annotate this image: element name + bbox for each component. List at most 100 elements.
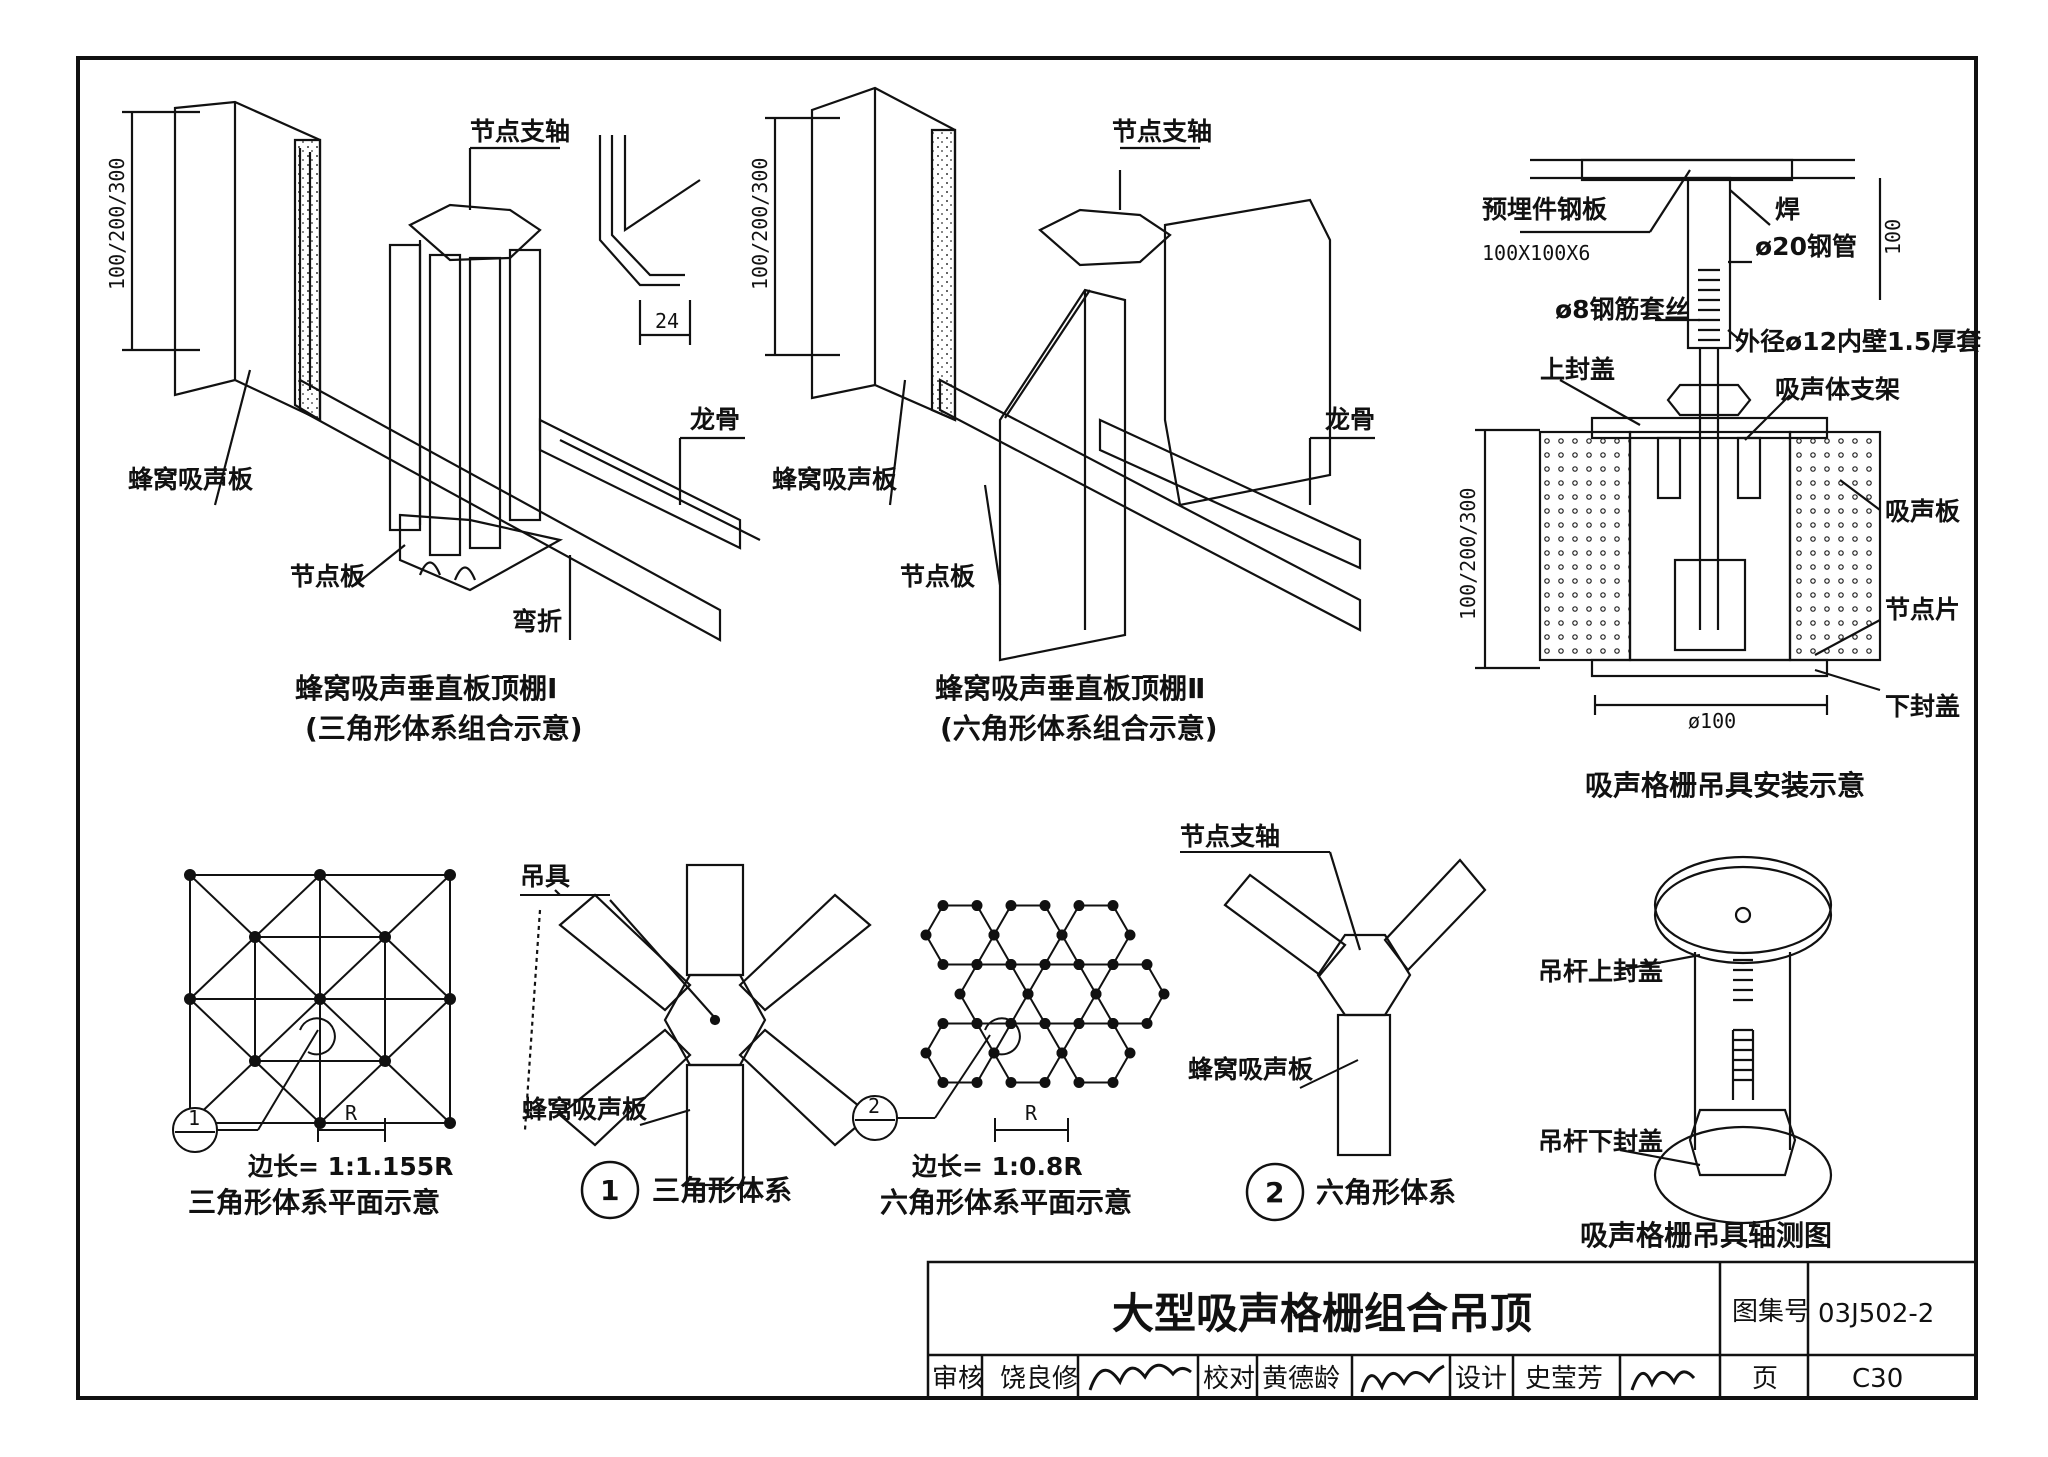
fig7-panel-label: 蜂窝吸声板	[1188, 1055, 1313, 1084]
fig8-hanger-isometric	[1619, 855, 1833, 1225]
fig3-frame-label: 吸声体支架	[1775, 375, 1900, 404]
fig8-caption: 吸声格栅吊具轴测图	[1580, 1219, 1832, 1252]
fig4-labels: 1 R 边长= 1:1.155R 三角形体系平面示意	[172, 1029, 453, 1219]
fig5-triangular-detail	[523, 863, 872, 1187]
hex-cell	[1060, 904, 1132, 966]
fig1-caption-line1: 蜂窝吸声垂直板顶棚Ⅰ	[295, 672, 557, 705]
hex-cell	[992, 904, 1064, 966]
hex-cell	[958, 963, 1030, 1025]
hex-node	[1056, 1047, 1068, 1059]
fig1-dim: 100/200/300	[105, 158, 129, 290]
fig3-embed-size-label: 100X100X6	[1482, 241, 1590, 265]
fig2-dim: 100/200/300	[748, 158, 772, 290]
hex-cell	[1026, 963, 1098, 1025]
lattice-edge	[319, 998, 386, 1062]
reviewer-name: 饶良修	[1000, 1364, 1078, 1394]
hex-node	[920, 1047, 932, 1059]
fig3-node-piece-label: 节点片	[1885, 595, 1960, 624]
checker-signature	[1360, 1364, 1445, 1393]
fig1-caption-line2: (三角形体系组合示意)	[305, 712, 583, 745]
hex-node	[1005, 959, 1017, 971]
fig3-absorber-label: 吸声板	[1885, 497, 1960, 526]
fig6-side-length: 边长= 1:0.8R	[912, 1152, 1083, 1181]
hex-node	[1158, 988, 1170, 1000]
fig8-labels: 吊杆上封盖 吊杆下封盖 吸声格栅吊具轴测图	[1538, 957, 1832, 1252]
fig3-hanger-installation	[1475, 158, 1882, 715]
hex-node	[1090, 988, 1102, 1000]
fig6-callout-number: 2	[868, 1094, 880, 1118]
hex-node	[1005, 1076, 1017, 1088]
fig8-bottom-cap-label: 吊杆下封盖	[1538, 1127, 1663, 1156]
hex-node	[1141, 1017, 1153, 1029]
lattice-edge	[384, 998, 451, 1062]
fig1-node-plate-label: 节点板	[290, 562, 365, 591]
page-label: 页	[1752, 1364, 1778, 1394]
fig1-triangular-ceiling-3d	[122, 100, 761, 642]
fig3-diameter-label: ø100	[1688, 709, 1736, 733]
fig7-labels: 节点支轴 蜂窝吸声板 2 六角形体系	[1180, 822, 1456, 1222]
fig3-bottom-cap-label: 下封盖	[1885, 692, 1960, 721]
sheet-title: 大型吸声格栅组合吊顶	[1112, 1289, 1532, 1338]
fig3-steel-tube-label: ø20钢管	[1755, 232, 1857, 261]
hex-node	[920, 929, 932, 941]
fig5-caption: 三角形体系	[652, 1174, 792, 1207]
hex-cell	[924, 1022, 996, 1084]
hex-node	[1124, 1047, 1136, 1059]
fig1-node-axis-label: 节点支轴	[470, 117, 570, 146]
title-block	[926, 1260, 1978, 1400]
lattice-node	[379, 1055, 391, 1067]
lattice-edge	[384, 936, 451, 1000]
lattice-node	[444, 869, 456, 881]
fig4-side-length: 边长= 1:1.155R	[248, 1152, 453, 1181]
lattice-edge	[189, 998, 256, 1062]
hex-node	[1107, 1018, 1119, 1030]
lattice-edge	[319, 936, 386, 1000]
fig6-labels: 2 R 边长= 1:0.8R 六角形体系平面示意	[852, 1034, 1132, 1219]
fig2-keel-label: 龙骨	[1325, 405, 1375, 434]
hex-node	[937, 958, 949, 970]
fig4-caption: 三角形体系平面示意	[188, 1186, 440, 1219]
hex-node	[1124, 929, 1136, 941]
fig3-weld-label: 焊	[1775, 195, 1800, 224]
hex-node	[1022, 988, 1034, 1000]
title-block-text: 大型吸声格栅组合吊顶 图集号 03J502-2 页 C30 审核 饶良修 校对 …	[932, 1289, 1934, 1394]
fig1-keel-label: 龙骨	[690, 405, 740, 434]
hex-cell	[1060, 1022, 1132, 1084]
fig1-labels: 100/200/300 节点支轴 龙骨 蜂窝吸声板 节点板 弯折 24 蜂窝吸声…	[105, 117, 740, 745]
fig2-labels: 100/200/300 节点支轴 龙骨 蜂窝吸声板 节点板 蜂窝吸声垂直板顶棚Ⅱ…	[748, 117, 1375, 745]
lattice-node	[314, 1117, 326, 1129]
fig2-caption-line2: (六角形体系组合示意)	[940, 712, 1218, 745]
lattice-node	[249, 931, 261, 943]
fig4-callout: 1	[172, 1029, 319, 1153]
hex-node	[1107, 959, 1119, 971]
fig7-hexagonal-detail	[1223, 851, 1487, 1157]
hex-node	[937, 900, 949, 912]
hex-node	[1107, 1076, 1119, 1088]
reviewer-signature	[1088, 1363, 1192, 1391]
lattice-edge	[319, 874, 386, 938]
fig5-panel-label: 蜂窝吸声板	[522, 1095, 647, 1124]
hex-node	[954, 988, 966, 1000]
fig1-detail-dim: 24	[655, 309, 679, 333]
design-label: 设计	[1455, 1364, 1507, 1394]
fig6-callout: 2	[852, 1034, 991, 1141]
lattice-edge	[189, 936, 256, 1000]
fig4-dim: R	[345, 1101, 358, 1125]
fig4-callout-number: 1	[188, 1106, 200, 1130]
fig5-labels: 吊具 蜂窝吸声板 1 三角形体系	[520, 862, 792, 1220]
hex-center-mark	[984, 1017, 1021, 1056]
atlas-number: 03J502-2	[1818, 1299, 1934, 1329]
lattice-edge	[384, 874, 451, 938]
fig6-caption: 六角形体系平面示意	[880, 1186, 1132, 1219]
fig2-panel-label: 蜂窝吸声板	[772, 465, 897, 494]
hex-node	[971, 959, 983, 971]
lattice-node	[314, 869, 326, 881]
hex-node	[937, 1018, 949, 1030]
fig2-node-plate-label: 节点板	[900, 562, 975, 591]
review-label: 审核	[932, 1364, 984, 1394]
hex-node	[971, 900, 983, 912]
fig2-caption-line1: 蜂窝吸声垂直板顶棚Ⅱ	[935, 672, 1205, 705]
fig5-number: 1	[600, 1174, 619, 1207]
hex-node	[1039, 900, 1051, 912]
